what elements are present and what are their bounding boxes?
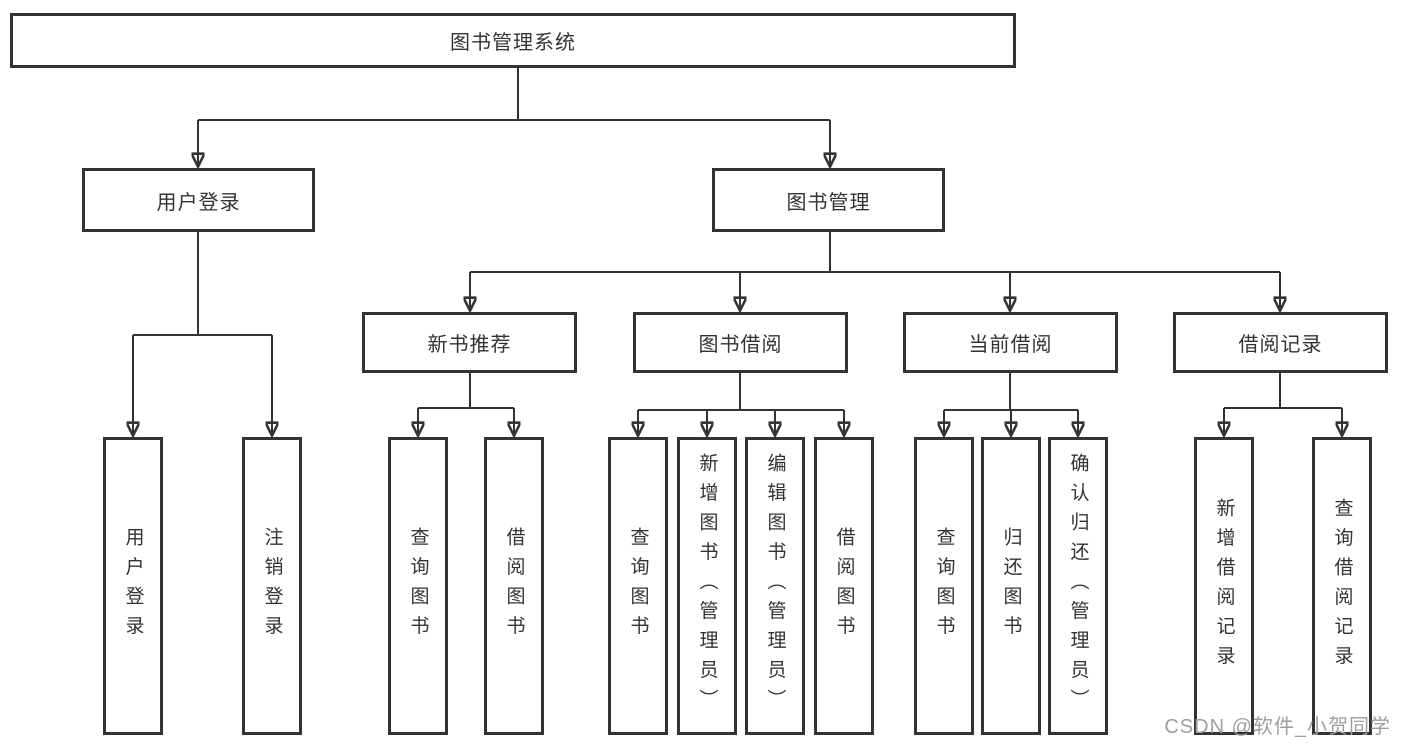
node-borrowing-records: 借阅记录 xyxy=(1173,312,1388,373)
leaf-node-query-borrow-record: 查询借阅记录 xyxy=(1312,437,1372,735)
node-label: 借阅记录 xyxy=(1238,334,1323,356)
leaf-label: 编辑图书（管理员） xyxy=(764,453,786,719)
leaf-label: 注销登录 xyxy=(261,527,283,645)
leaf-label: 新增借阅记录 xyxy=(1213,497,1235,675)
leaf-node-add-book-admin: 新增图书（管理员） xyxy=(677,437,737,735)
branch-node-label: 用户登录 xyxy=(156,191,241,214)
node-new-book-recommend: 新书推荐 xyxy=(362,312,577,373)
node-book-borrowing: 图书借阅 xyxy=(633,312,848,373)
branch-node-user-login: 用户登录 xyxy=(82,168,315,232)
leaf-label: 查询图书 xyxy=(933,527,955,645)
csdn-watermark: CSDN @软件_小贺同学 xyxy=(1164,716,1391,738)
root-node-label: 图书管理系统 xyxy=(450,32,576,54)
leaf-node-user-login: 用户登录 xyxy=(103,437,163,735)
leaf-label: 归还图书 xyxy=(1000,527,1022,645)
leaf-label: 借阅图书 xyxy=(503,527,525,645)
leaf-node-query-books: 查询图书 xyxy=(608,437,668,735)
leaf-label: 查询图书 xyxy=(627,527,649,645)
leaf-label: 确认归还（管理员） xyxy=(1067,453,1089,719)
branch-node-label: 图书管理 xyxy=(786,191,871,214)
leaf-label: 查询借阅记录 xyxy=(1331,497,1353,675)
branch-node-book-management: 图书管理 xyxy=(712,168,945,232)
leaf-node-return-books: 归还图书 xyxy=(981,437,1041,735)
leaf-node-add-borrow-record: 新增借阅记录 xyxy=(1194,437,1254,735)
leaf-label: 新增图书（管理员） xyxy=(696,453,718,719)
leaf-node-query-books: 查询图书 xyxy=(388,437,448,735)
leaf-label: 查询图书 xyxy=(407,527,429,645)
root-node-library-system: 图书管理系统 xyxy=(10,13,1016,68)
node-label: 图书借阅 xyxy=(698,334,783,356)
leaf-node-query-books: 查询图书 xyxy=(914,437,974,735)
leaf-node-confirm-return-admin: 确认归还（管理员） xyxy=(1048,437,1108,735)
leaf-node-logout: 注销登录 xyxy=(242,437,302,735)
leaf-label: 用户登录 xyxy=(122,527,144,645)
leaf-label: 借阅图书 xyxy=(833,527,855,645)
leaf-node-borrow-books: 借阅图书 xyxy=(484,437,544,735)
leaf-node-borrow-books: 借阅图书 xyxy=(814,437,874,735)
node-label: 当前借阅 xyxy=(968,334,1053,356)
leaf-node-edit-book-admin: 编辑图书（管理员） xyxy=(745,437,805,735)
node-label: 新书推荐 xyxy=(427,334,512,356)
node-current-borrowing: 当前借阅 xyxy=(903,312,1118,373)
